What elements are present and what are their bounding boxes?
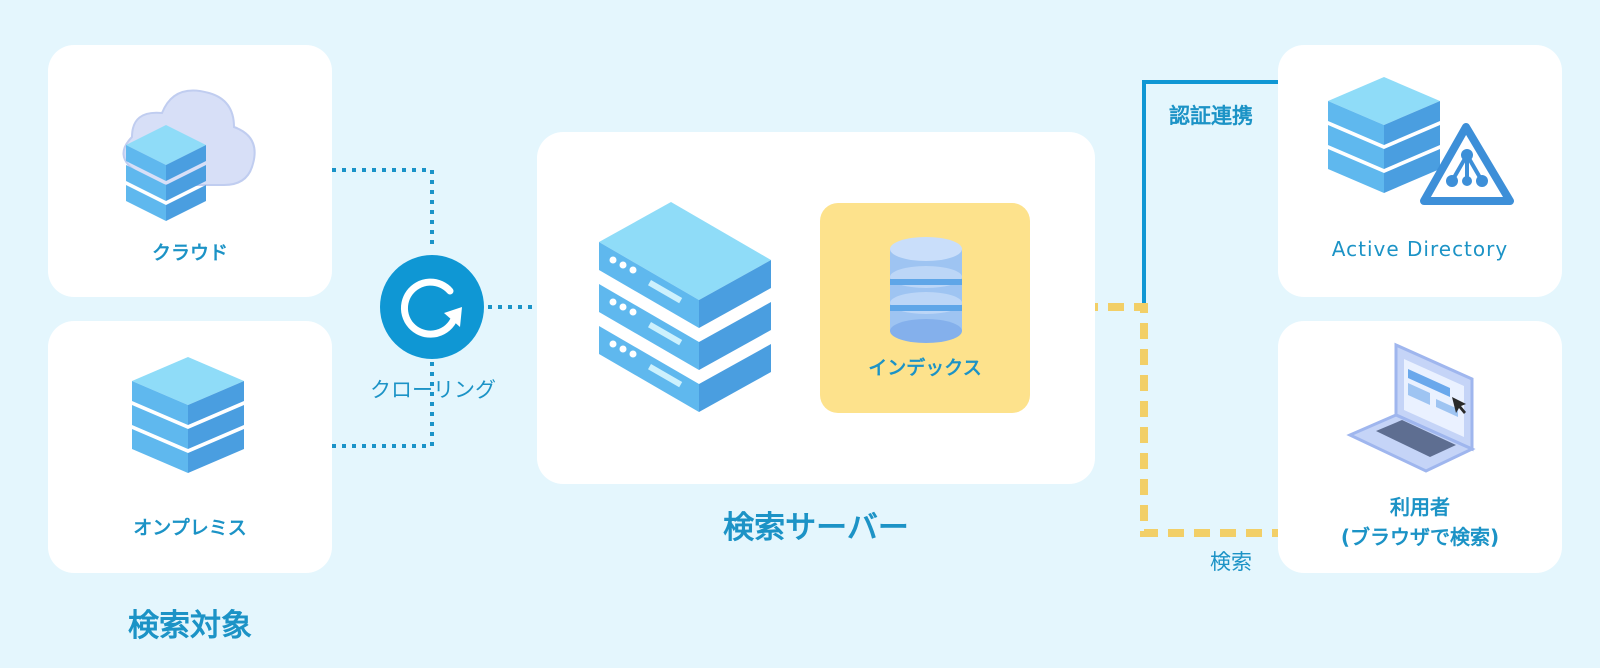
user-label-line1: 利用者: [1390, 495, 1450, 519]
onprem-server-icon: [132, 357, 244, 473]
sources-title: 検索対象: [128, 608, 252, 644]
active-directory-label: Active Directory: [1331, 237, 1509, 261]
index-label: インデックス: [868, 357, 982, 379]
cloud-card: クラウド: [48, 45, 332, 297]
search-server-card: インデックス: [537, 132, 1095, 484]
cloud-to-crawl-line: [332, 168, 434, 248]
active-directory-card: Active Directory: [1278, 45, 1562, 297]
cloud-server-icon: [122, 89, 256, 221]
crawl-circle: [380, 255, 484, 359]
laptop-icon: [1346, 342, 1476, 473]
main-server-icon: [599, 202, 771, 412]
index-box: インデックス: [820, 203, 1030, 413]
active-directory-icon: [1328, 77, 1514, 205]
database-icon: [890, 237, 962, 343]
user-label-line2: (ブラウザで検索): [1340, 525, 1500, 549]
search-server-title: 検索サーバー: [723, 510, 909, 546]
auth-link-label: 認証連携: [1169, 104, 1253, 128]
auth-link-line: [1142, 80, 1278, 307]
onprem-to-crawl-line: [332, 360, 434, 448]
user-card: 利用者 (ブラウザで検索): [1278, 321, 1562, 573]
onprem-label: オンプレミス: [133, 517, 247, 539]
onprem-card: オンプレミス: [48, 321, 332, 573]
refresh-icon: [400, 278, 462, 338]
cloud-label: クラウド: [151, 242, 228, 264]
crawl-label: クローリング: [370, 378, 496, 402]
search-label: 検索: [1210, 550, 1252, 574]
ad-network-icon: [1420, 123, 1514, 205]
